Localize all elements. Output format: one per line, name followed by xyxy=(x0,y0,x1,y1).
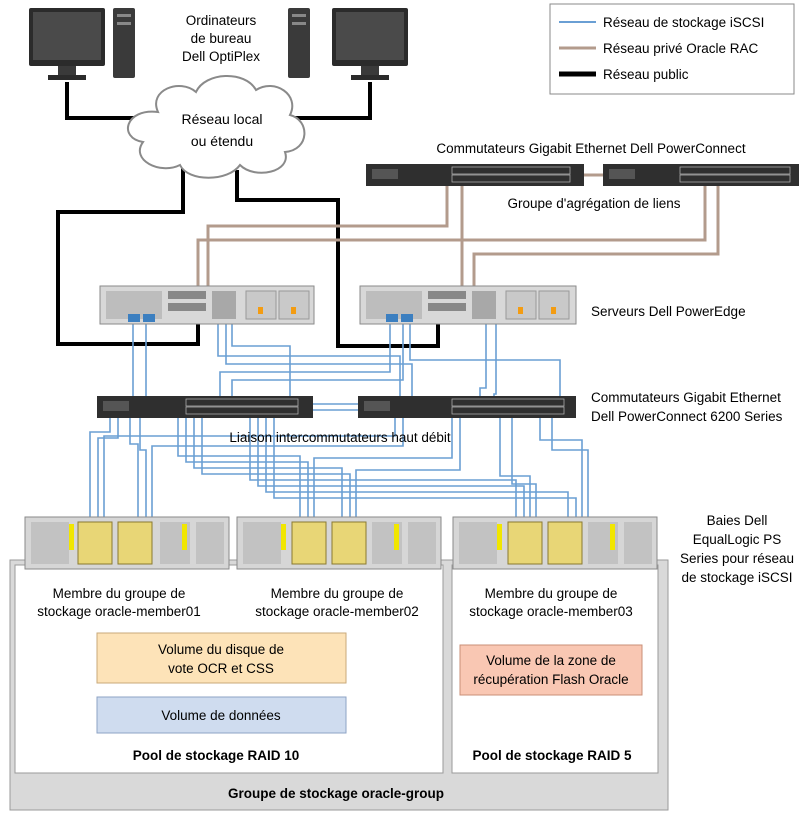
cloud-label-line1: Réseau local xyxy=(182,111,263,127)
data-volume-box xyxy=(96,696,347,734)
desktop-right xyxy=(288,8,408,80)
legend-public-label: Réseau public xyxy=(603,67,689,82)
server-2 xyxy=(359,285,577,325)
member01-label-line2: stockage oracle-member01 xyxy=(37,604,201,619)
desktops-label-line3: Dell OptiPlex xyxy=(182,49,260,64)
switch-6200-1 xyxy=(97,396,313,418)
interswitch-link xyxy=(313,403,358,411)
array-member02 xyxy=(236,516,442,570)
rac-private-links xyxy=(196,186,720,294)
desktops-label-line1: Ordinateurs xyxy=(186,13,257,28)
flash-volume-label-line1: Volume de la zone de xyxy=(486,653,616,668)
desktop-left xyxy=(29,8,135,80)
servers-label: Serveurs Dell PowerEdge xyxy=(591,304,746,319)
tower-right xyxy=(288,8,310,78)
flash-volume-label-line2: récupération Flash Oracle xyxy=(473,672,628,687)
cloud-label-line2: ou étendu xyxy=(191,133,253,149)
member01-label-line1: Membre du groupe de xyxy=(53,586,186,601)
gig-switch-1 xyxy=(366,164,584,186)
desktops-label-line2: de bureau xyxy=(191,31,252,46)
storage-group-label: Groupe de stockage oracle-group xyxy=(228,786,444,801)
gig-switch-2 xyxy=(603,164,799,186)
arrays-label-line1: Baies Dell xyxy=(707,513,768,528)
flash-volume-box xyxy=(459,644,643,696)
interswitch-label: Liaison intercommutateurs haut débit xyxy=(229,430,451,445)
tower-left xyxy=(113,8,135,78)
array-member01 xyxy=(24,516,230,570)
lag-label: Groupe d'agrégation de liens xyxy=(508,196,681,211)
server-1 xyxy=(99,285,315,325)
arrays-label-line4: de stockage iSCSI xyxy=(681,570,792,585)
ocr-css-volume-box xyxy=(96,632,347,684)
sw6200-label-line2: Dell PowerConnect 6200 Series xyxy=(591,409,783,424)
data-volume-label: Volume de données xyxy=(161,708,281,723)
member02-label-line1: Membre du groupe de xyxy=(271,586,404,601)
member02-label-line2: stockage oracle-member02 xyxy=(255,604,419,619)
legend-rac-label: Réseau privé Oracle RAC xyxy=(603,41,759,56)
legend: Réseau de stockage iSCSI Réseau privé Or… xyxy=(549,3,795,95)
array-member03 xyxy=(452,516,658,570)
ocr-volume-label-line2: vote OCR et CSS xyxy=(168,661,274,676)
public-network-links xyxy=(56,82,440,348)
member03-label-line1: Membre du groupe de xyxy=(485,586,618,601)
sw6200-label-line1: Commutateurs Gigabit Ethernet xyxy=(591,390,781,405)
iscsi-links xyxy=(89,322,589,546)
arrays-label-line3: Series pour réseau xyxy=(680,551,794,566)
member03-label-line2: stockage oracle-member03 xyxy=(469,604,633,619)
raid10-pool-label: Pool de stockage RAID 10 xyxy=(133,748,300,763)
arrays-label-line2: EqualLogic PS xyxy=(693,532,782,547)
switch-6200-2 xyxy=(358,396,576,418)
raid5-pool-label: Pool de stockage RAID 5 xyxy=(472,748,632,763)
legend-iscsi-label: Réseau de stockage iSCSI xyxy=(603,15,764,30)
ocr-volume-label-line1: Volume du disque de xyxy=(158,642,284,657)
lan-wan-cloud xyxy=(126,75,306,179)
gig-switches-label: Commutateurs Gigabit Ethernet Dell Power… xyxy=(436,141,745,156)
